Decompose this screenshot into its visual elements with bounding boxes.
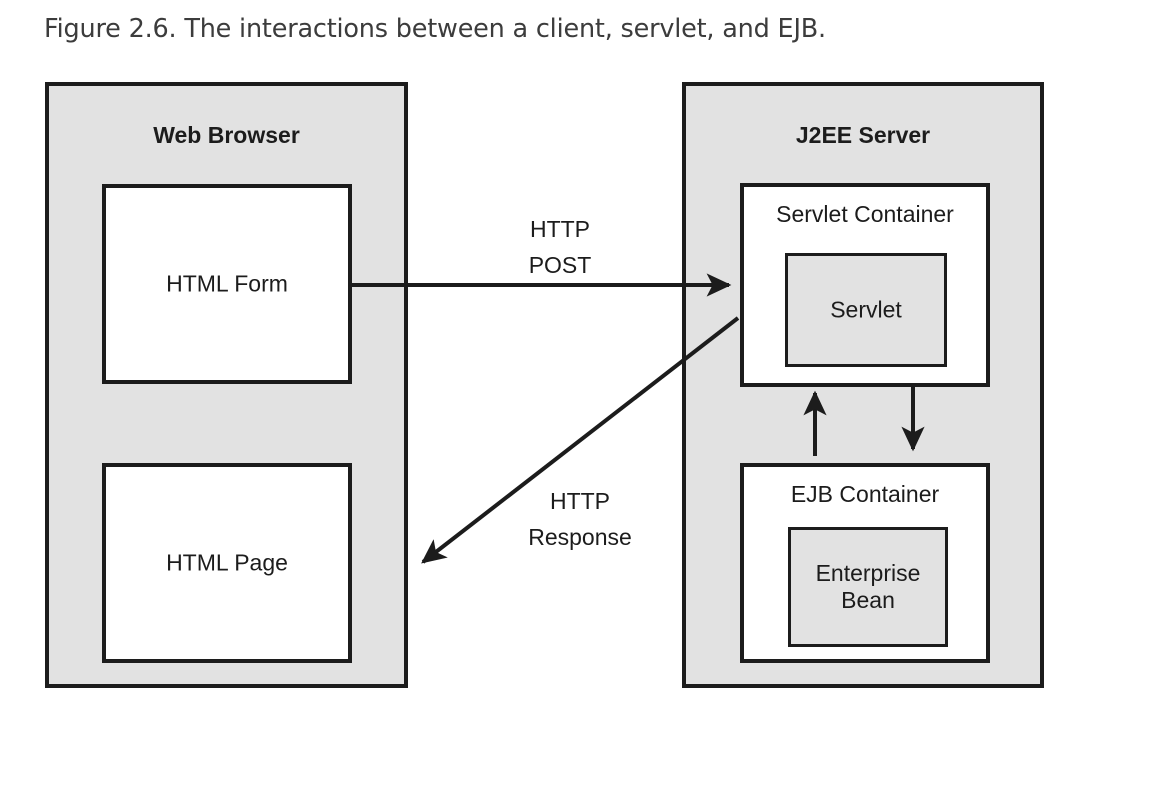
node-label-html-page: HTML Page bbox=[166, 549, 288, 576]
node-ejb-container: EJB Container Enterprise Bean bbox=[740, 463, 990, 663]
node-html-form: HTML Form bbox=[102, 184, 352, 384]
node-label-enterprise-bean: Enterprise Bean bbox=[815, 559, 921, 613]
node-label-ejb-container: EJB Container bbox=[790, 481, 940, 507]
node-label-html-form: HTML Form bbox=[166, 270, 288, 297]
panel-web-browser: Web Browser HTML Form HTML Page bbox=[45, 82, 408, 688]
edge-label-http-post: HTTP POST bbox=[528, 216, 592, 278]
panel-title-web-browser: Web Browser bbox=[153, 122, 300, 148]
panel-title-j2ee-server: J2EE Server bbox=[795, 122, 931, 148]
figure-caption: Figure 2.6. The interactions between a c… bbox=[44, 14, 826, 44]
node-html-page: HTML Page bbox=[102, 463, 352, 663]
edge-label-http-response: HTTP Response bbox=[528, 488, 632, 550]
node-label-servlet: Servlet bbox=[830, 296, 902, 323]
node-servlet: Servlet bbox=[785, 253, 947, 367]
panel-j2ee-server: J2EE Server Servlet Container Servlet EJ… bbox=[682, 82, 1044, 688]
node-enterprise-bean: Enterprise Bean bbox=[788, 527, 948, 647]
node-servlet-container: Servlet Container Servlet bbox=[740, 183, 990, 387]
node-label-servlet-container: Servlet Container bbox=[776, 201, 954, 227]
